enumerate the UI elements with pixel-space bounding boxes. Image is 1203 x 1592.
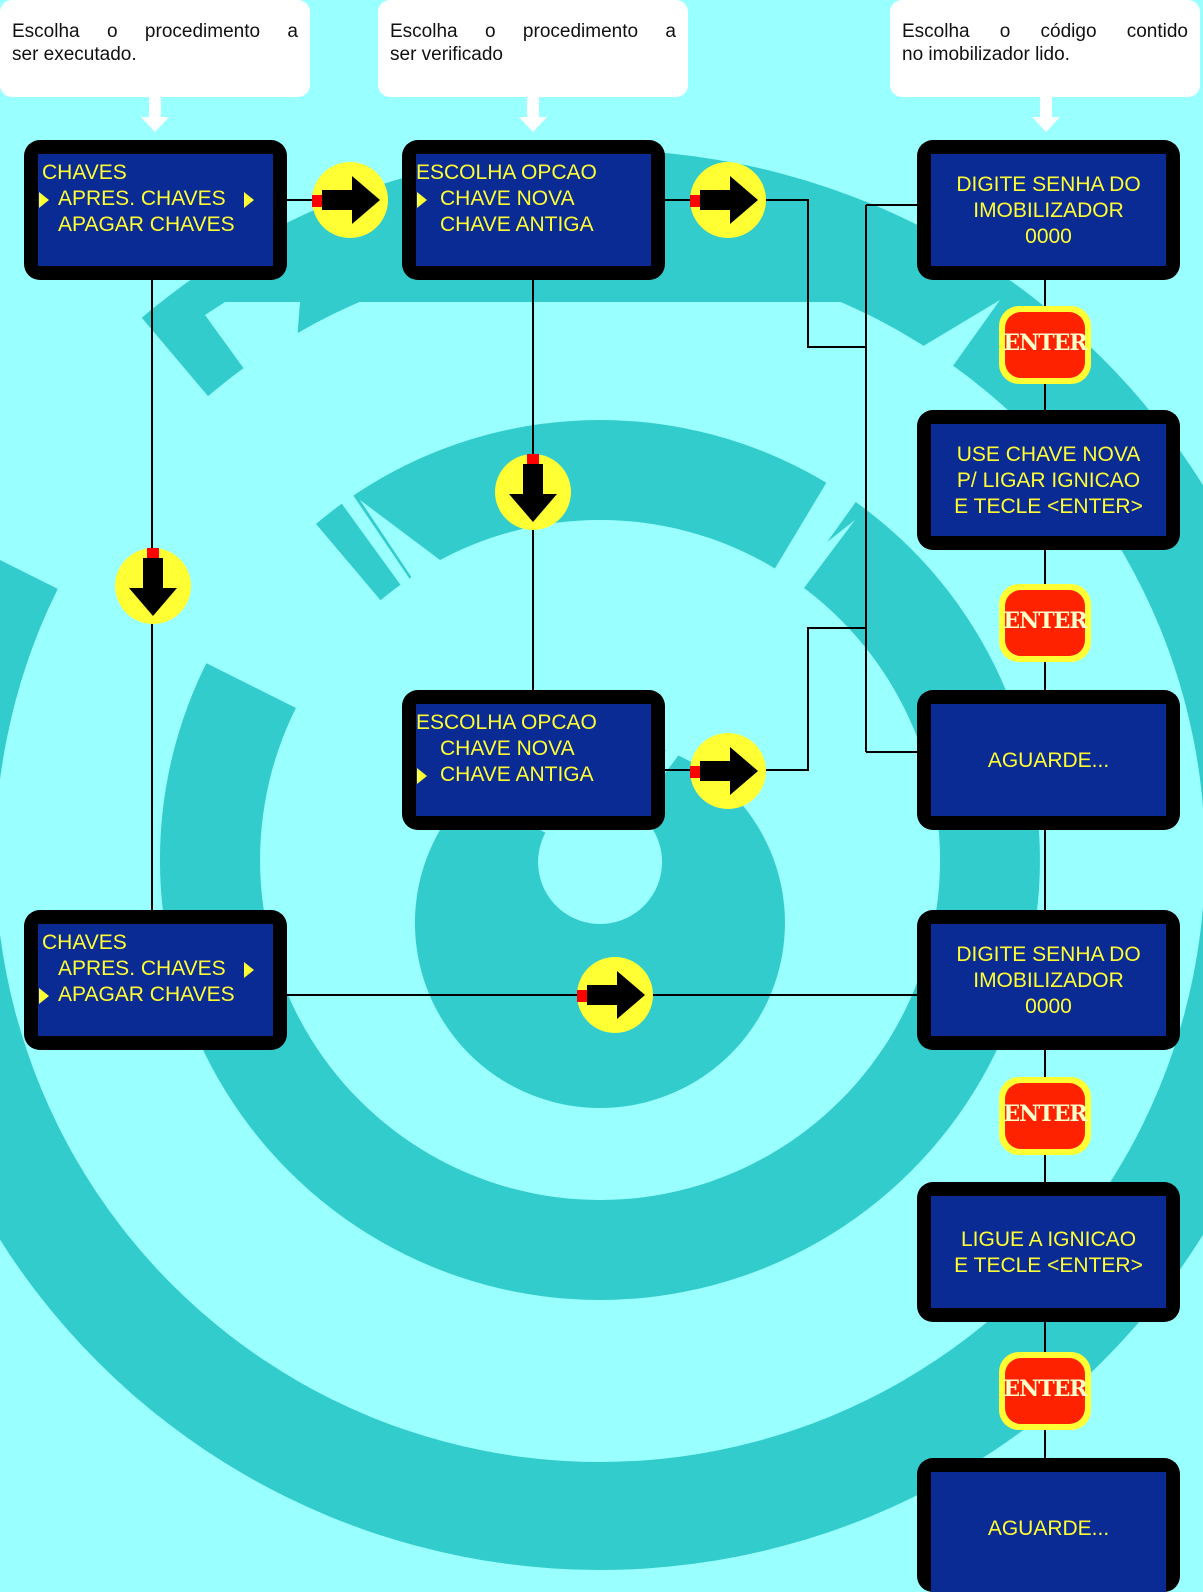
submenu-arrow-icon bbox=[244, 192, 254, 208]
lcd-line: LIGUE A IGNICAO bbox=[960, 1228, 1137, 1251]
down-arrow-icon bbox=[519, 97, 547, 132]
lcd-screen-opcao-2: ESCOLHA OPCAO CHAVE NOVA CHAVE ANTIGA bbox=[402, 690, 665, 830]
down-arrow-icon bbox=[115, 548, 191, 624]
lcd-screen-use-chave: USE CHAVE NOVA P/ LIGAR IGNICAO E TECLE … bbox=[917, 410, 1180, 550]
lcd-line: CHAVE ANTIGA bbox=[440, 213, 594, 236]
enter-key-label: ENTER bbox=[1003, 330, 1087, 356]
lcd-line: E TECLE <ENTER> bbox=[954, 1254, 1143, 1277]
lcd-screen-aguarde-2: AGUARDE... bbox=[917, 1458, 1180, 1592]
enter-key-2: ENTER bbox=[999, 584, 1091, 662]
lcd-line: IMOBILIZADOR bbox=[973, 969, 1124, 992]
down-arrow-icon bbox=[495, 454, 571, 530]
selection-cursor-icon bbox=[39, 988, 49, 1004]
note-line: ser executado. bbox=[12, 44, 137, 65]
enter-key-4: ENTER bbox=[999, 1352, 1091, 1430]
lcd-line: CHAVES bbox=[42, 931, 127, 954]
note-line: Escolha o procedimento a bbox=[390, 21, 676, 42]
instruction-note-execute: Escolha o procedimento a ser executado. bbox=[0, 0, 310, 97]
lcd-screen-ligue: LIGUE A IGNICAO E TECLE <ENTER> bbox=[917, 1182, 1180, 1322]
lcd-line: DIGITE SENHA DO bbox=[956, 173, 1141, 196]
lcd-screen-chaves-1: CHAVES APRES. CHAVES APAGAR CHAVES bbox=[24, 140, 287, 280]
note-line: Escolha o código contido bbox=[902, 21, 1188, 42]
enter-key-label: ENTER bbox=[1003, 1376, 1087, 1402]
lcd-screen-chaves-2: CHAVES APRES. CHAVES APAGAR CHAVES bbox=[24, 910, 287, 1050]
lcd-screen-aguarde-1: AGUARDE... bbox=[917, 690, 1180, 830]
lcd-line: 0000 bbox=[1025, 995, 1072, 1018]
right-arrow-icon bbox=[690, 733, 766, 809]
note-line: ser verificado bbox=[390, 44, 503, 65]
lcd-line: IMOBILIZADOR bbox=[973, 199, 1124, 222]
lcd-line: APRES. CHAVES bbox=[58, 957, 226, 980]
enter-key-label: ENTER bbox=[1003, 1101, 1087, 1127]
lcd-line: APAGAR CHAVES bbox=[58, 213, 235, 236]
note-arrows bbox=[141, 97, 1060, 132]
selection-cursor-icon bbox=[417, 768, 427, 784]
selection-cursor-icon bbox=[39, 192, 49, 208]
down-arrow-icon bbox=[1032, 97, 1060, 132]
lcd-line: CHAVE NOVA bbox=[440, 737, 575, 760]
enter-key-3: ENTER bbox=[999, 1077, 1091, 1155]
selection-cursor-icon bbox=[417, 192, 427, 208]
lcd-line: APRES. CHAVES bbox=[58, 187, 226, 210]
lcd-line: AGUARDE... bbox=[987, 749, 1110, 772]
lcd-screen-senha-2: DIGITE SENHA DO IMOBILIZADOR 0000 bbox=[917, 910, 1180, 1050]
lcd-line: ESCOLHA OPCAO bbox=[416, 711, 597, 734]
lcd-line: CHAVE NOVA bbox=[440, 187, 575, 210]
right-arrow-icon bbox=[312, 162, 388, 238]
lcd-line: P/ LIGAR IGNICAO bbox=[956, 469, 1141, 492]
note-line: Escolha o procedimento a bbox=[12, 21, 298, 42]
lcd-line: ESCOLHA OPCAO bbox=[416, 161, 597, 184]
down-arrow-icon bbox=[141, 97, 169, 132]
lcd-line: USE CHAVE NOVA bbox=[956, 443, 1141, 466]
enter-key-1: ENTER bbox=[999, 306, 1091, 384]
lcd-line: 0000 bbox=[1025, 225, 1072, 248]
instruction-note-verify: Escolha o procedimento a ser verificado bbox=[378, 0, 688, 97]
lcd-screen-senha-1: DIGITE SENHA DO IMOBILIZADOR 0000 bbox=[917, 140, 1180, 280]
lcd-line: CHAVES bbox=[42, 161, 127, 184]
lcd-line: CHAVE ANTIGA bbox=[440, 763, 594, 786]
submenu-arrow-icon bbox=[244, 962, 254, 978]
lcd-line: AGUARDE... bbox=[987, 1517, 1110, 1540]
instruction-note-code: Escolha o código contido no imobilizador… bbox=[890, 0, 1200, 97]
lcd-line: DIGITE SENHA DO bbox=[956, 943, 1141, 966]
enter-key-label: ENTER bbox=[1003, 608, 1087, 634]
note-line: no imobilizador lido. bbox=[902, 44, 1070, 65]
lcd-line: E TECLE <ENTER> bbox=[954, 495, 1143, 518]
right-arrow-icon bbox=[690, 162, 766, 238]
lcd-screen-opcao-1: ESCOLHA OPCAO CHAVE NOVA CHAVE ANTIGA bbox=[402, 140, 665, 280]
lcd-line: APAGAR CHAVES bbox=[58, 983, 235, 1006]
right-arrow-icon bbox=[577, 957, 653, 1033]
